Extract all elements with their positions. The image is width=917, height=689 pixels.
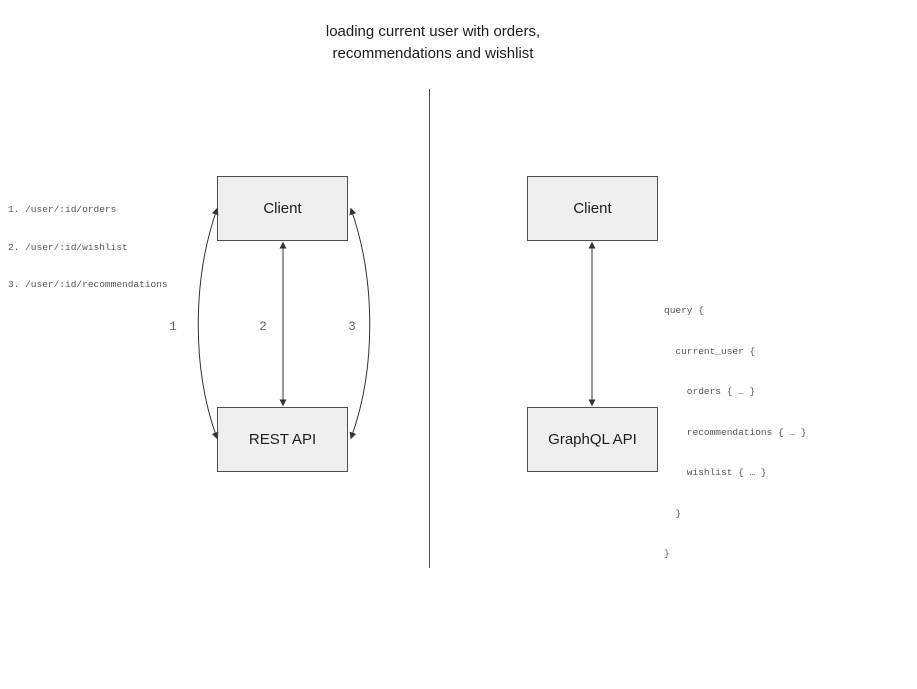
arrow-3-recommendations	[349, 207, 371, 440]
query-line-2: current_user {	[664, 345, 756, 357]
query-line-6: }	[664, 507, 682, 519]
node-label: Client	[573, 200, 612, 217]
query-line-5: wishlist { … }	[664, 467, 767, 478]
endpoint-line-1: 1. /user/:id/orders	[8, 204, 117, 215]
node-label: GraphQL API	[548, 431, 637, 448]
arrow-label-1: 1	[169, 320, 177, 334]
graphql-query-snippet: query { current_user { orders { … } reco…	[664, 277, 807, 588]
graphql-request-arrow	[588, 241, 596, 407]
node-label: REST API	[248, 431, 317, 448]
query-line-4: recommendations { … }	[664, 426, 807, 438]
rest-api-node: REST API	[217, 407, 348, 472]
arrow-1-orders	[197, 207, 219, 440]
vertical-divider	[429, 89, 430, 568]
node-label: Client	[263, 200, 302, 217]
query-line-3: orders { … }	[664, 386, 756, 397]
query-line-7: }	[664, 548, 670, 559]
query-line-1: query {	[664, 305, 704, 316]
endpoint-line-2: 2. /user/:id/wishlist	[8, 241, 128, 253]
rest-endpoint-list: 1. /user/:id/orders 2. /user/:id/wishlis…	[8, 179, 168, 317]
client-node-graphql-side: Client	[527, 176, 658, 241]
rest-request-arrows: 1 2 3	[169, 207, 371, 440]
endpoint-line-3: 3. /user/:id/recommendations	[8, 279, 168, 290]
arrow-label-3: 3	[348, 320, 356, 334]
graphql-api-node: GraphQL API	[527, 407, 658, 472]
arrow-label-2: 2	[259, 320, 267, 334]
client-node-rest-side: Client	[217, 176, 348, 241]
diagram-title: loading current user with orders, recomm…	[325, 23, 541, 62]
